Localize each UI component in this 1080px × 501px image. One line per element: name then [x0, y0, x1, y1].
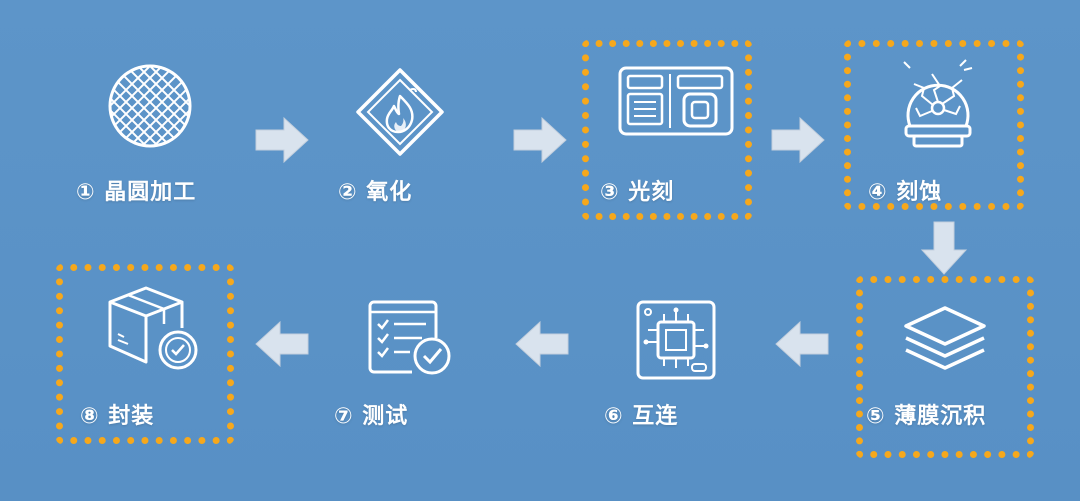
- wafer-icon: [108, 64, 192, 148]
- layers-icon: [904, 306, 986, 370]
- arrow-right-icon: [771, 116, 825, 164]
- fire-diamond-icon: [356, 68, 444, 156]
- checklist-icon: [368, 300, 451, 375]
- step-label: ③ 光刻: [600, 180, 675, 205]
- step-label: ⑥ 互连: [604, 404, 679, 429]
- arrow-left-icon: [515, 320, 569, 368]
- highlight-box-packaging: [56, 264, 234, 444]
- photomask-icon: [618, 66, 734, 136]
- step-label: ④ 刻蚀: [868, 180, 943, 205]
- step-wafer-processing: [100, 64, 200, 154]
- step-interconnect: [634, 298, 718, 382]
- plasma-ball-icon: [903, 59, 973, 148]
- arrow-right-icon: [255, 116, 309, 164]
- step-thin-film-deposition: [900, 304, 990, 374]
- arrow-down-icon: [920, 221, 968, 275]
- arrow-left-icon: [255, 320, 309, 368]
- step-label: ① 晶圆加工: [76, 180, 197, 205]
- package-icon: [108, 286, 198, 370]
- step-packaging: [106, 284, 202, 374]
- step-label: ⑦ 测试: [334, 404, 409, 429]
- step-label: ⑤ 薄膜沉积: [866, 404, 987, 429]
- circuit-board-icon: [636, 300, 716, 380]
- highlight-box-etching: [844, 40, 1024, 210]
- highlight-box-lithography: [582, 40, 752, 220]
- step-oxidation: [350, 66, 450, 166]
- arrow-left-icon: [775, 320, 829, 368]
- step-testing: [366, 298, 456, 378]
- step-label: ② 氧化: [338, 180, 413, 205]
- arrow-right-icon: [513, 116, 567, 164]
- highlight-box-thin-film: [856, 276, 1034, 458]
- step-etching: [896, 56, 980, 156]
- step-lithography: [616, 64, 736, 140]
- step-label: ⑧ 封装: [80, 404, 155, 429]
